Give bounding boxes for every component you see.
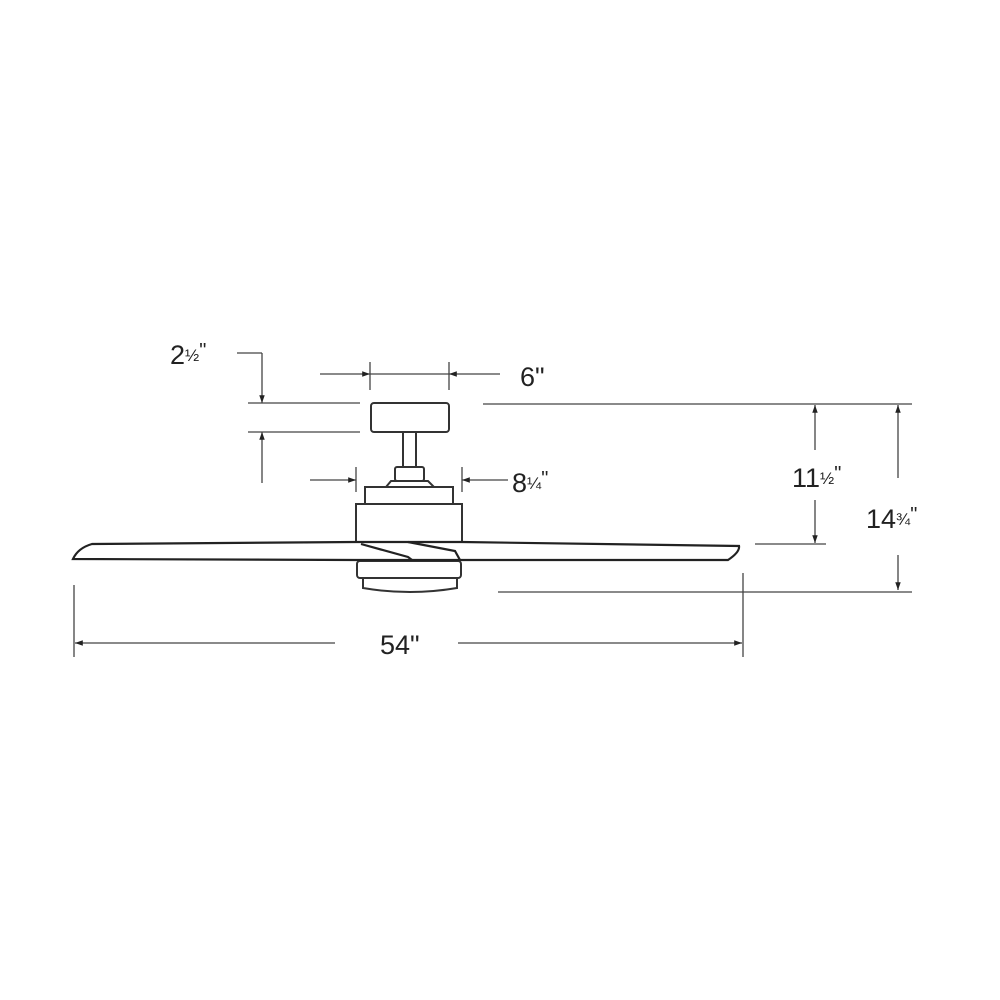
motor-housing [355, 503, 463, 543]
label-canopy-height: 2½" [170, 340, 206, 370]
blade-right [461, 540, 741, 562]
dim-ceiling-to-blade [755, 405, 826, 545]
fan-body [355, 402, 463, 593]
blade-left [71, 540, 357, 562]
canopy [370, 402, 450, 433]
dim-labels: 2½" 6" 8¼" 11½" 14¾" 54" [170, 340, 917, 660]
downrod [402, 431, 417, 468]
dim-overall-height [498, 405, 912, 593]
label-ceiling-to-blade: 11½" [792, 463, 841, 493]
light-kit-upper [356, 560, 462, 579]
dim-blade-span [73, 573, 744, 657]
blades [71, 540, 741, 562]
label-canopy-width: 6" [520, 362, 545, 392]
label-motor-width: 8¼" [512, 468, 548, 498]
label-blade-span: 54" [380, 630, 420, 660]
dim-motor-width [310, 467, 508, 492]
light-kit-bowl [362, 577, 458, 593]
label-overall-height: 14¾" [866, 504, 917, 534]
dim-canopy-width [320, 362, 500, 390]
coupler [394, 466, 425, 482]
motor-upper [364, 486, 454, 505]
dim-canopy-height [237, 352, 360, 483]
